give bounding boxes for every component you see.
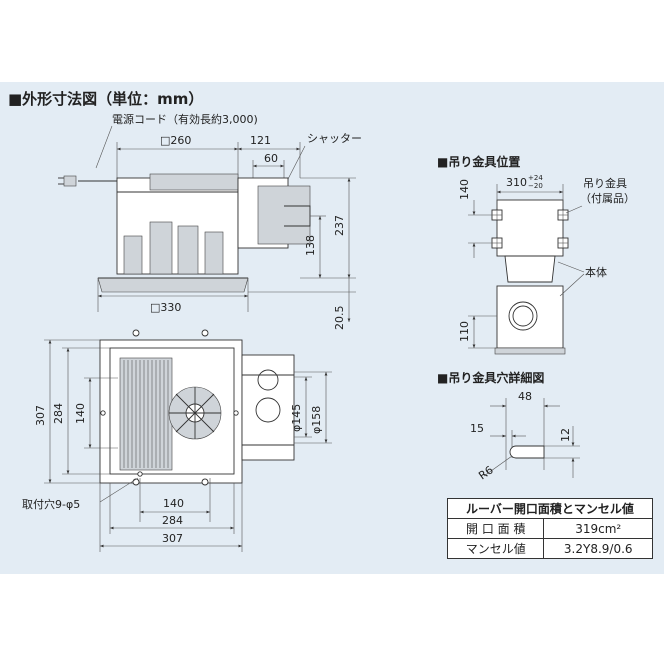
dim-310-tol-minus: −20 [528, 182, 543, 190]
dim-284-horizontal: 284 [162, 514, 183, 527]
drawing-title: ■外形寸法図（単位：mm） [8, 90, 204, 108]
bracket-markers [491, 209, 569, 249]
dim-60: 60 [264, 152, 278, 165]
hole-detail-title: ■吊り金具穴詳細図 [437, 370, 544, 385]
dim-284-vertical: 284 [52, 403, 65, 424]
spec-label: 開 口 面 積 [446, 518, 545, 539]
bracket-slot [509, 445, 545, 459]
spec-value: 319cm² [543, 518, 653, 539]
dim-260: □260 [160, 134, 191, 147]
dim-15: 15 [470, 422, 484, 435]
dim-140-vertical: 140 [74, 403, 87, 424]
bracket-leader [565, 205, 583, 214]
dim-phi145: φ145 [290, 404, 303, 432]
dim-140-bracket: 140 [458, 179, 471, 200]
motor-cap [149, 173, 239, 191]
mount-hole-leader [99, 477, 139, 503]
bracket-position-view: ■吊り金具位置 310 +24 −20 140 吊り金具 （付属品） [437, 154, 635, 355]
dim-307-horizontal: 307 [162, 532, 183, 545]
shutter-label: シャッター [307, 132, 362, 145]
dim-48: 48 [518, 390, 532, 403]
spec-table: ルーバー開口面積とマンセル値 開 口 面 積 319cm² マンセル値 3.2Y… [446, 498, 653, 559]
dim-r6: R6 [476, 463, 495, 482]
dim-20-5: 20.5 [333, 306, 346, 331]
dim-237: 237 [333, 215, 346, 236]
front-view: 電源コード（有効長約3,000) □260 121 60 シャッター [58, 112, 362, 330]
dim-12: 12 [559, 428, 572, 442]
mount-hole-label: 取付穴9-φ5 [22, 497, 80, 511]
bracket-label-1: 吊り金具 [583, 176, 627, 190]
spec-row: マンセル値 3.2Y8.9/0.6 [446, 538, 653, 559]
bracket-position-title: ■吊り金具位置 [437, 154, 520, 169]
cord-leader [95, 125, 113, 169]
dim-140-horizontal: 140 [163, 497, 184, 510]
side-adapter [241, 354, 295, 461]
cord-label: 電源コード（有効長約3,000) [112, 112, 258, 126]
dim-310-tol-plus: +24 [528, 174, 543, 182]
bracket-transition [504, 255, 556, 283]
power-plug [63, 175, 77, 187]
spec-table-header: ルーバー開口面積とマンセル値 [447, 498, 653, 519]
dim-121: 121 [250, 134, 271, 147]
front-panel [97, 277, 249, 293]
inner-frame [109, 347, 235, 475]
body-label: 本体 [585, 265, 607, 279]
bracket-body [496, 199, 564, 257]
body-leader-1 [557, 261, 585, 273]
dim-phi158: φ158 [310, 406, 323, 434]
hole-detail-view: ■吊り金具穴詳細図 48 15 12 R6 [437, 370, 580, 482]
dim-138: 138 [304, 235, 317, 256]
duct-pipe [257, 185, 311, 245]
spec-label: マンセル値 [446, 538, 545, 559]
dim-330: □330 [150, 301, 181, 314]
bracket-label-2: （付属品） [580, 192, 635, 205]
dim-310: 310 [506, 176, 527, 189]
body-leader-2 [559, 273, 585, 297]
spec-row: 開 口 面 積 319cm² [446, 518, 653, 539]
spec-value: 3.2Y8.9/0.6 [543, 538, 653, 559]
bottom-view: 307 284 140 φ145 φ158 取付穴9-φ5 140 284 [22, 329, 332, 552]
dim-307-vertical: 307 [34, 405, 47, 426]
dim-110: 110 [458, 321, 471, 342]
r6-leader [483, 455, 513, 477]
louver-slats [123, 360, 169, 468]
louver-grille [119, 357, 173, 471]
